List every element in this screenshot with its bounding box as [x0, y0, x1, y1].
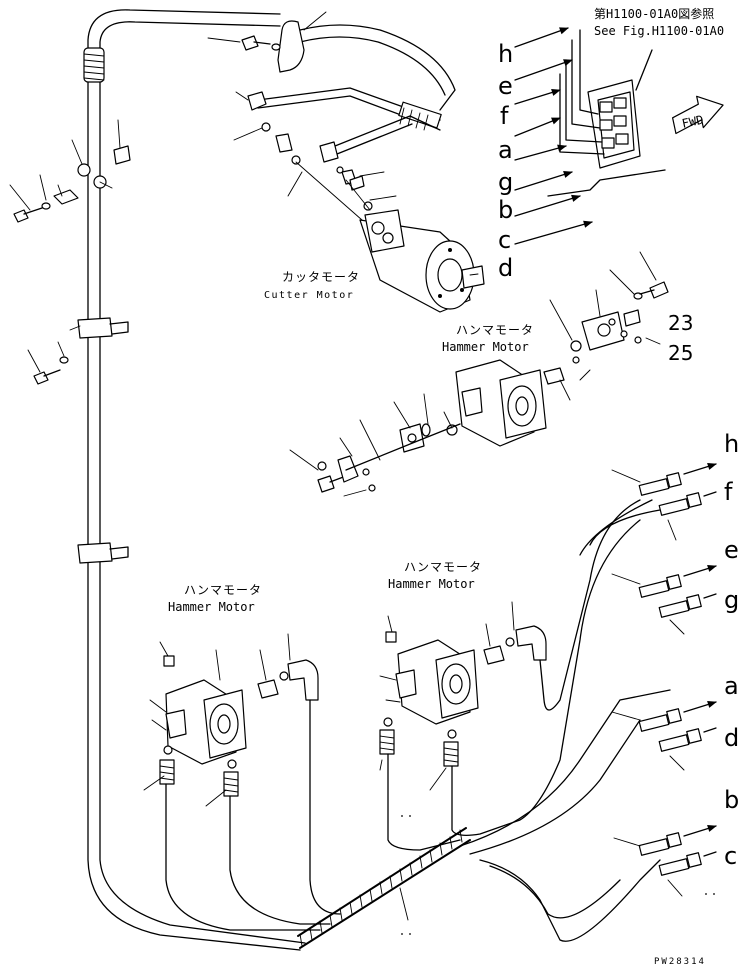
top-clamp — [207, 11, 327, 73]
hammer-motor-left-en: Hammer Motor — [168, 600, 255, 614]
hammer-top-left-fittings — [289, 393, 461, 497]
top-letter: b — [498, 196, 513, 224]
control-valve — [547, 29, 666, 197]
right-letter: b — [724, 786, 739, 814]
right-letter: h — [724, 430, 739, 458]
cutter-motor-en: Cutter Motor — [264, 290, 354, 301]
hammer-motor-top-jp: ハンマモータ — [456, 323, 534, 337]
top-letter: g — [498, 168, 513, 196]
hose-clip-2 — [77, 542, 129, 564]
spiral-protector-top — [83, 47, 105, 83]
top-letter: c — [498, 226, 511, 254]
top-letter-labels: h e f a g b c d — [498, 40, 513, 282]
top-letter: h — [498, 40, 513, 68]
motor-hoses — [165, 499, 671, 942]
right-letter: d — [724, 724, 739, 752]
hammer-motor-top — [455, 251, 669, 447]
part-number-25: 25 — [668, 341, 693, 365]
main-hose-loop — [87, 9, 456, 951]
cutter-motor-jp: カッタモータ — [282, 270, 360, 284]
reference-jp: 第H1100-01A0図参照 — [594, 6, 714, 21]
right-letter: f — [724, 478, 733, 506]
hammer-motor-top-en: Hammer Motor — [442, 340, 529, 354]
part-number-23: 23 — [668, 311, 693, 335]
fwd-label: FWD — [681, 113, 705, 131]
bolt-set-mid-left — [27, 325, 81, 385]
hammer-motor-middle-jp: ハンマモータ — [404, 560, 482, 574]
right-letter: g — [724, 586, 739, 614]
hammer-motor-left-jp: ハンマモータ — [184, 583, 262, 597]
hammer-motor-middle — [379, 601, 547, 725]
cutter-hoses — [233, 87, 442, 221]
spiral-protector-bottom — [297, 827, 471, 949]
reference-en: See Fig.H1100-01A0 — [594, 24, 724, 38]
top-letter: f — [500, 102, 509, 130]
top-letter: d — [498, 254, 513, 282]
bolt-set-upper-left — [9, 119, 131, 223]
top-letter: e — [498, 72, 513, 100]
fwd-arrow: FWD — [672, 95, 724, 135]
right-letter-labels: h f e g a d b c — [724, 430, 739, 870]
hammer-motor-middle-en: Hammer Motor — [388, 577, 475, 591]
right-letter: e — [724, 536, 739, 564]
cutter-motor — [359, 209, 485, 313]
leader-dots — [401, 815, 715, 935]
hose-clip-1 — [77, 317, 129, 339]
right-fittings — [611, 462, 717, 897]
lower-fittings — [143, 717, 459, 807]
drawing-code: PW28314 — [654, 957, 706, 967]
right-letter: c — [724, 842, 737, 870]
hammer-motor-left — [149, 633, 319, 765]
valve-arrows — [514, 27, 593, 245]
top-letter: a — [498, 136, 513, 164]
right-letter: a — [724, 672, 739, 700]
